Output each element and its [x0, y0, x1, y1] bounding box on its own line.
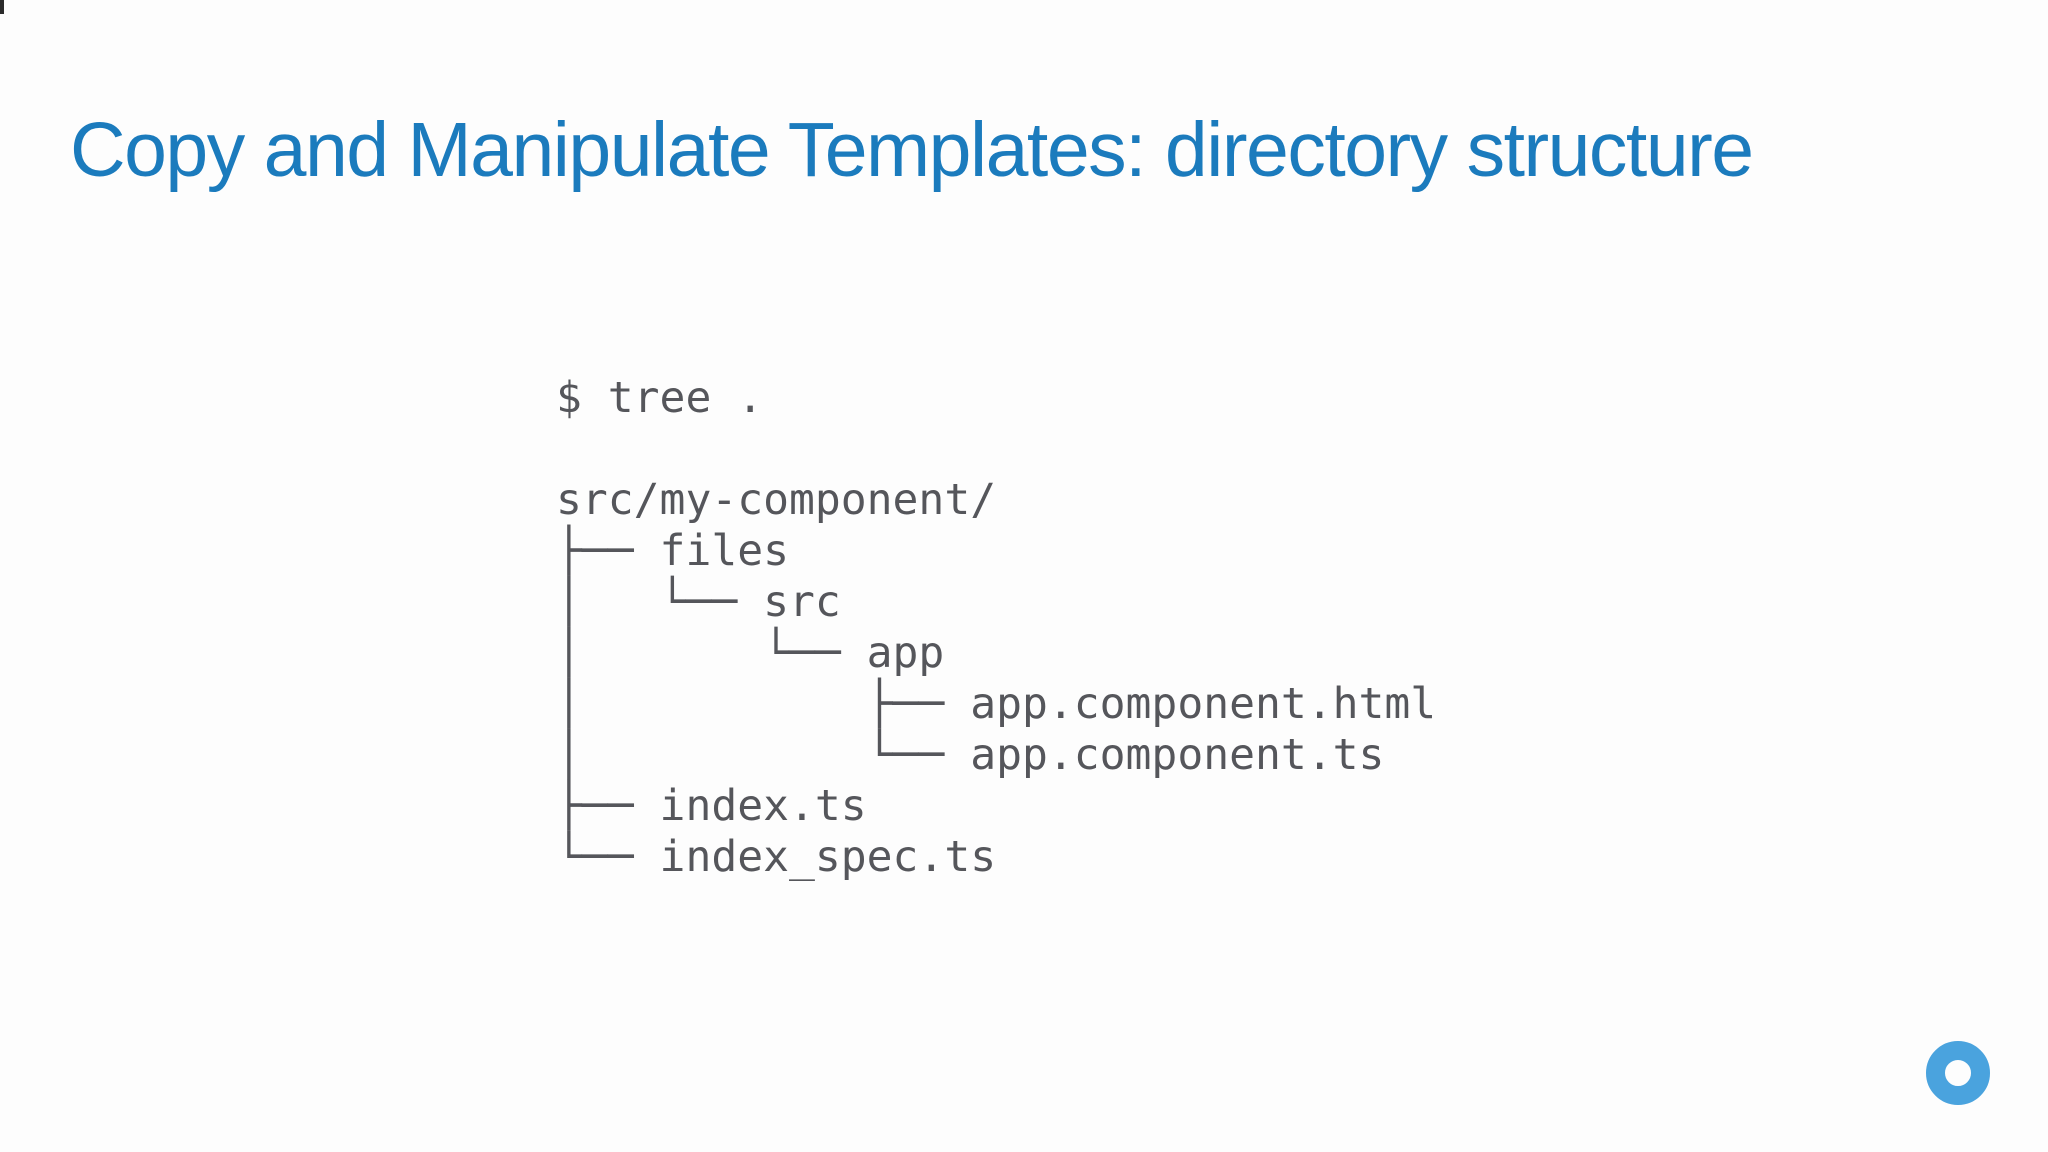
tree-line-app: │ └── app: [556, 628, 945, 678]
terminal-output: $ tree . src/my-component/ ├── files │ └…: [556, 373, 1436, 883]
video-edge-artifact: [0, 0, 4, 14]
tree-line-index-spec-ts: └── index_spec.ts: [556, 832, 997, 882]
slide-title: Copy and Manipulate Templates: directory…: [70, 107, 1754, 193]
command-line: $ tree .: [556, 373, 764, 423]
blank-line: [556, 424, 1436, 475]
ring-logo-icon: [1926, 1041, 1990, 1105]
tree-line-app-component-ts: │ └── app.component.ts: [556, 730, 1385, 780]
tree-line-index-ts: ├── index.ts: [556, 781, 867, 831]
tree-line-app-component-html: │ ├── app.component.html: [556, 679, 1437, 729]
tree-line-src: │ └── src: [556, 577, 841, 627]
tree-line-root: src/my-component/: [556, 475, 997, 525]
tree-line-files: ├── files: [556, 526, 789, 576]
